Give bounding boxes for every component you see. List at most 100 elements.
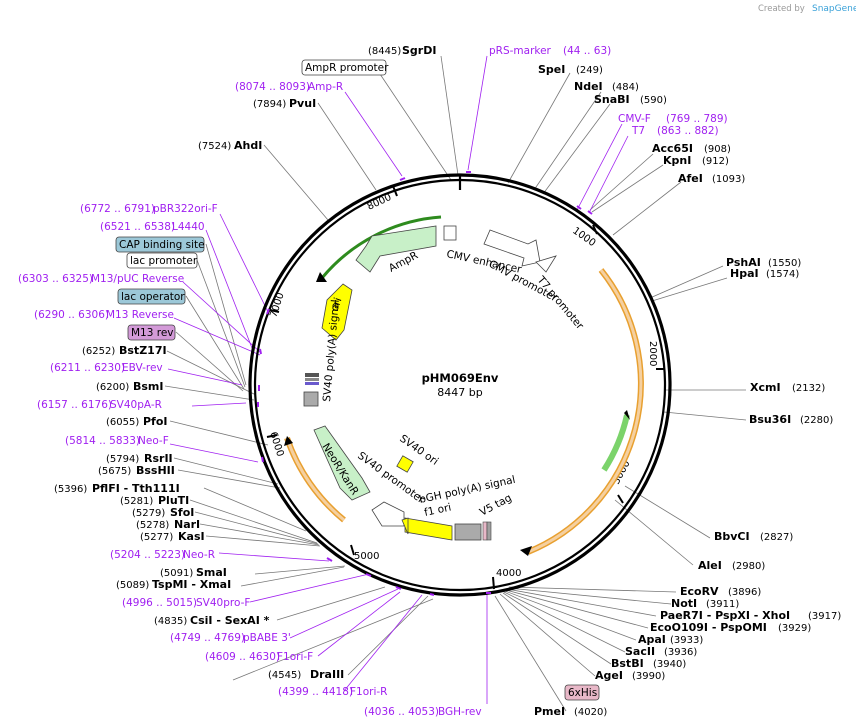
enzyme-apai[interactable]: ApaI (638, 633, 666, 646)
lac-promoter-box (126, 252, 198, 269)
enzyme-sfoi[interactable]: SfoI (170, 506, 194, 519)
enzyme-kasi[interactable]: KasI (178, 530, 205, 543)
ori-arrow (321, 283, 353, 341)
enzyme-afei[interactable]: AfeI (678, 172, 703, 185)
cmv-enhancer-arrow (483, 229, 541, 267)
enzyme-pos-bsshii: (5675) (98, 466, 131, 477)
cap-site-box (115, 236, 205, 253)
enzyme-bsshii[interactable]: BssHII (136, 464, 175, 477)
enzyme-noti[interactable]: NotI (671, 597, 697, 610)
leader-lines (164, 55, 747, 712)
enzyme-kpni[interactable]: KpnI (663, 154, 691, 167)
his-tag-label[interactable]: 6xHis (568, 687, 597, 699)
primer-f1ori-r[interactable]: F1ori-R (350, 686, 387, 698)
enzyme-bstz17i[interactable]: BstZ17I (119, 344, 167, 357)
enzyme-agei[interactable]: AgeI (595, 669, 623, 682)
enzyme-pos-snabi: (590) (640, 95, 667, 106)
ampr-promoter-label[interactable]: AmpR promoter (305, 62, 389, 74)
primer-sv40pa-r[interactable]: SV40pA-R (110, 399, 162, 411)
enzyme-pvui[interactable]: PvuI (289, 97, 316, 110)
enzyme-pos-sfoi: (5279) (132, 508, 165, 519)
primer-sv40pro-f[interactable]: SV40pro-F (196, 597, 250, 609)
enzyme-pos-smai: (5091) (160, 568, 193, 579)
primer-range-neo-f: (5814 .. 5833) (65, 435, 140, 447)
enzyme-pos-kasi: (5277) (140, 532, 173, 543)
enzyme-pos-pflfi: (5396) (54, 484, 87, 495)
primer-range-pbabe-3: (4749 .. 4769) (170, 632, 245, 644)
cap-site-label[interactable]: CAP binding site (119, 239, 205, 251)
enzyme-paer7i[interactable]: PaeR7I - PspXI - XhoI (660, 609, 790, 622)
enzyme-ahdi[interactable]: AhdI (234, 139, 262, 152)
enzyme-pos-bstz17i: (6252) (82, 346, 115, 357)
primer-f1ori-f[interactable]: F1ori-F (277, 651, 313, 663)
enzyme-bbvci[interactable]: BbvCI (714, 530, 750, 543)
his-tag-box (564, 684, 600, 701)
enzyme-draiii[interactable]: DraIII (310, 668, 344, 681)
enzyme-pos-agei: (3990) (632, 671, 665, 682)
primer-neo-f[interactable]: Neo-F (138, 435, 169, 447)
feature-label-ori: ori (329, 296, 345, 313)
primer-pbr322ori-f[interactable]: pBR322ori-F (153, 203, 218, 215)
enzyme-alei[interactable]: AleI (698, 559, 722, 572)
plasmid-name: pHM069Env (422, 371, 499, 385)
enzyme-snabi[interactable]: SnaBI (594, 93, 630, 106)
neo-arrow (313, 425, 371, 501)
enzyme-pmei[interactable]: PmeI (534, 705, 565, 718)
enzyme-nari[interactable]: NarI (174, 518, 200, 531)
enzyme-pluti[interactable]: PluTI (158, 494, 189, 507)
lac-promoter-label[interactable]: lac promoter (130, 255, 198, 267)
primer-neo-r[interactable]: Neo-R (183, 549, 215, 561)
primer-l4440[interactable]: L4440 (172, 221, 205, 233)
enzyme-sacii[interactable]: SacII (625, 645, 655, 658)
enzyme-ecoo109i[interactable]: EcoO109I - PspOMI (650, 621, 767, 634)
primer-range-t7: (863 .. 882) (657, 125, 719, 137)
primer-m13-puc-reverse[interactable]: M13/pUC Reverse (91, 273, 184, 285)
enzyme-hpai[interactable]: HpaI (730, 267, 759, 280)
enzyme-pos-sacii: (3936) (664, 647, 697, 658)
enzyme-ecorv[interactable]: EcoRV (680, 585, 719, 598)
enzyme-pshai[interactable]: PshAI (726, 256, 761, 269)
lac-operator-label[interactable]: lac operator (121, 291, 185, 303)
enzyme-pos-apai: (3933) (670, 635, 703, 646)
m13-rev-label[interactable]: M13 rev (131, 327, 174, 339)
primer-range-f1ori-f: (4609 .. 4630) (205, 651, 280, 663)
enzyme-tspmi[interactable]: TspMI - XmaI (152, 578, 231, 591)
enzyme-pos-noti: (3911) (706, 599, 739, 610)
enzyme-bstbi[interactable]: BstBI (611, 657, 644, 670)
primer-pbabe-3[interactable]: pBABE 3' (243, 632, 291, 644)
primer-t7[interactable]: T7 (631, 125, 645, 137)
enzyme-ndei[interactable]: NdeI (574, 80, 603, 93)
enzyme-pos-bstbi: (3940) (653, 659, 686, 670)
ampr-arrow (355, 225, 437, 273)
primer-prs-marker[interactable]: pRS-marker (489, 45, 552, 57)
enzyme-csii[interactable]: CsiI - SexAI * (190, 614, 270, 627)
enzyme-xcmi[interactable]: XcmI (750, 381, 781, 394)
enzyme-pos-pluti: (5281) (120, 496, 153, 507)
primer-cmv-f[interactable]: CMV-F (618, 113, 651, 125)
enzyme-pos-kpni: (912) (702, 156, 729, 167)
bgh-block (454, 523, 482, 541)
sv40-promoter-arrow (371, 501, 405, 527)
enzyme-pos-bbvci: (2827) (760, 532, 793, 543)
enzyme-sgrdi[interactable]: SgrDI (402, 44, 436, 57)
primer-m13-reverse[interactable]: M13 Reverse (106, 309, 174, 321)
enzyme-acc65i[interactable]: Acc65I (652, 142, 693, 155)
enzyme-spei[interactable]: SpeI (538, 63, 565, 76)
enzyme-pos-pvui: (7894) (253, 99, 286, 110)
enzyme-pos-paer7i: (3917) (808, 611, 841, 622)
primer-bgh-rev[interactable]: BGH-rev (438, 706, 482, 718)
f1-ori-arrow (404, 517, 453, 541)
enzyme-pfoi[interactable]: PfoI (143, 415, 168, 428)
enzyme-bsmi[interactable]: BsmI (133, 380, 164, 393)
enzyme-rsrii[interactable]: RsrII (144, 452, 173, 465)
primer-ebv-rev[interactable]: EBV-rev (122, 362, 163, 374)
primer-amp-r[interactable]: Amp-R (308, 81, 343, 93)
primer-marks (257, 171, 593, 596)
enzyme-bsu36i[interactable]: Bsu36I (749, 413, 791, 426)
tick-label-5000: 5000 (354, 551, 379, 562)
primer-range-prs-marker: (44 .. 63) (563, 45, 611, 57)
enzyme-pflfi[interactable]: PflFI - Tth111I (92, 482, 180, 495)
t7-arrow (535, 255, 557, 273)
feature-label-v5: V5 tag (478, 492, 514, 519)
enzyme-smai[interactable]: SmaI (196, 566, 227, 579)
